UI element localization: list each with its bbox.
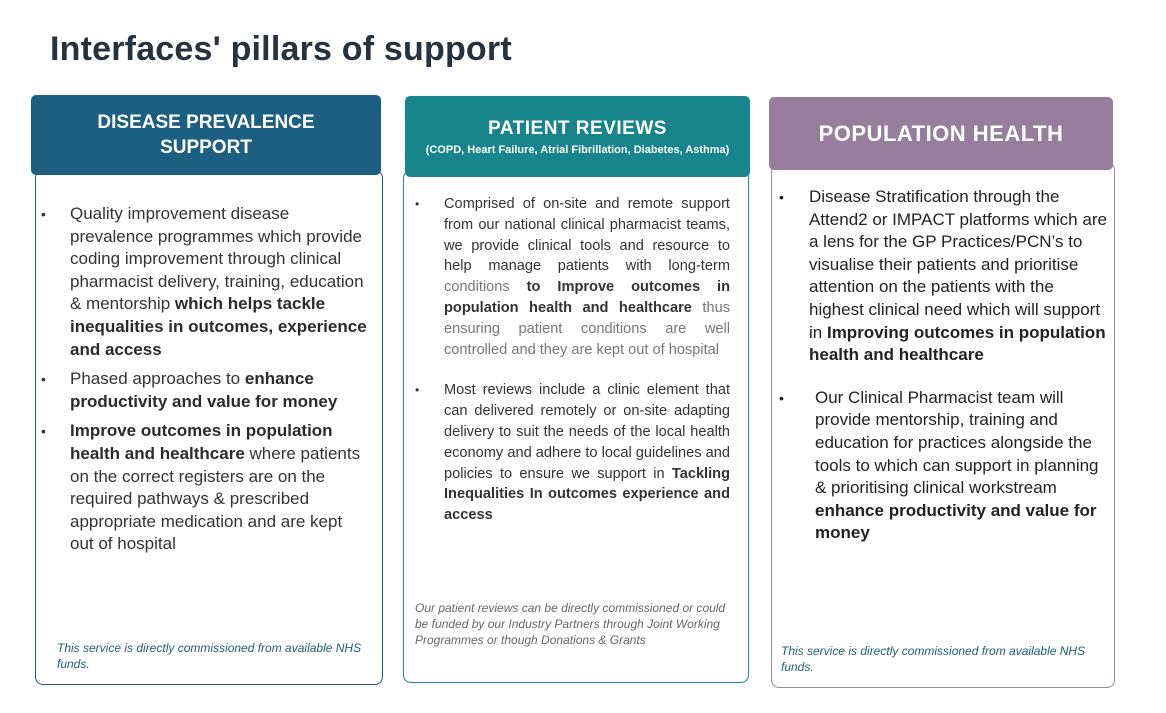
pillar-header-population-health: POPULATION HEALTH (769, 97, 1113, 170)
bullet-text: Most reviews include a clinic element th… (444, 382, 730, 482)
bullet-text: Phased approaches to (70, 369, 245, 389)
list-item: • Improve outcomes in population health … (40, 420, 370, 556)
pillar-header-disease-prevalence: DISEASE PREVALENCE SUPPORT (31, 95, 381, 175)
bullet-text: Quality improvement disease prevalence p… (70, 204, 364, 314)
bullet-icon: • (779, 389, 784, 406)
bullet-text-bold: enhance productivity and value for money (70, 369, 338, 411)
pillar-card-disease-prevalence (35, 170, 383, 685)
pillar-card-population-health (771, 162, 1115, 688)
pillar-footnote: This service is directly commissioned fr… (781, 644, 1086, 674)
pillar-header-label: PATIENT REVIEWS (488, 117, 667, 139)
pillar-header-label: DISEASE PREVALENCE SUPPORT (97, 112, 315, 158)
bullet-icon: • (41, 371, 46, 388)
pillar-header-label: POPULATION HEALTH (818, 120, 1064, 146)
bullet-text: Our Clinical Pharmacist team will provid… (815, 387, 1099, 498)
bullet-text: where patients on the correct registers … (70, 443, 361, 554)
bullet-icon: • (415, 383, 420, 398)
list-item: • Most reviews include a clinic element … (414, 380, 730, 526)
list-item: • Comprised of on-site and remote suppor… (414, 194, 730, 360)
pillar-card-patient-reviews (403, 170, 749, 683)
bullet-text-bold: Tackling Inequalities In outcomes experi… (444, 465, 730, 524)
bullet-text-muted: thus ensuring patient conditions are wel… (444, 299, 730, 358)
bullet-text-bold: Improving outcomes in population health … (809, 322, 1106, 365)
bullet-icon: • (41, 206, 46, 222)
page-title: Interfaces' pillars of support (50, 30, 512, 68)
bullet-text-muted: conditions (444, 279, 510, 296)
list-item: • Our Clinical Pharmacist team will prov… (778, 387, 1108, 545)
pillar-footnote: Our patient reviews can be directly comm… (415, 601, 726, 647)
pillar-bullet-list: • Comprised of on-site and remote suppor… (414, 194, 730, 546)
list-item: • Disease Stratification through the Att… (778, 186, 1108, 367)
bullet-icon: • (779, 189, 784, 205)
bullet-text-bold: enhance productivity and value for money (815, 500, 1097, 543)
bullet-text: Comprised of on-site and remote support … (444, 196, 730, 275)
bullet-icon: • (41, 423, 46, 440)
pillar-header-subtitle: (COPD, Heart Failure, Atrial Fibrillatio… (425, 143, 730, 156)
list-item: • Quality improvement disease prevalence… (40, 203, 370, 361)
bullet-text-bold: Improve outcomes in population health an… (70, 421, 333, 463)
pillar-header-patient-reviews: PATIENT REVIEWS (COPD, Heart Failure, At… (405, 96, 750, 177)
bullet-text: Disease Stratification through the Atten… (809, 187, 1107, 342)
bullet-text-bold: which helps tackle inequalities in outco… (70, 294, 367, 359)
bullet-text-bold: to Improve outcomes in population health… (444, 279, 730, 316)
bullet-icon: • (415, 197, 420, 211)
pillar-bullet-list: • Quality improvement disease prevalence… (40, 203, 370, 563)
pillar-bullet-list: • Disease Stratification through the Att… (778, 186, 1108, 565)
list-item: • Phased approaches to enhance productiv… (40, 368, 370, 413)
pillar-footnote: This service is directly commissioned fr… (57, 641, 362, 671)
